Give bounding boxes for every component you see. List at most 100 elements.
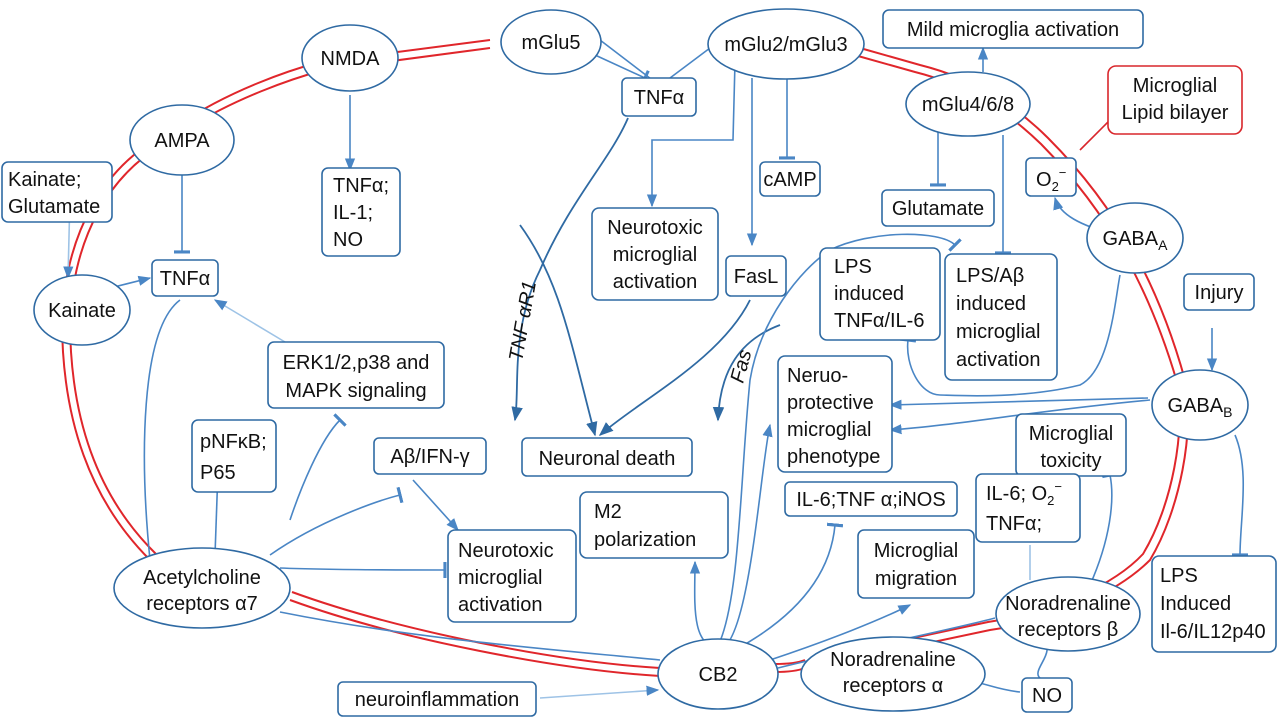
ach-label-2: receptors α7: [146, 593, 258, 615]
box-lps-tnf-il6[interactable]: LPS induced TNFα/IL-6: [819, 247, 941, 341]
neurotoxic-bottom-line-2: microglial: [458, 567, 542, 589]
tnfa-top-label: TNFα: [634, 87, 684, 109]
kainate-label: Kainate: [48, 300, 116, 322]
tnf-il1-no-line-1: TNFα;: [333, 175, 389, 197]
erk-mapk-line-1: ERK1/2,p38 and: [283, 352, 430, 374]
box-kainate-glutamate[interactable]: Kainate; Glutamate: [1, 161, 113, 223]
pnfkb-line-2: P65: [200, 462, 236, 484]
mglu5-node[interactable]: mGlu5: [500, 9, 602, 75]
microglial-toxicity-line-2: toxicity: [1040, 450, 1101, 472]
lps-il6-il12-line-2: Induced: [1160, 593, 1231, 615]
cb2-node[interactable]: CB2: [657, 638, 779, 710]
box-mild-microglia-activation[interactable]: Mild microglia activation: [882, 9, 1144, 49]
lps-tnf-il6-line-1: LPS: [834, 256, 872, 278]
box-tnfa-top[interactable]: TNFα: [621, 77, 697, 117]
noradrenaline-beta-label-1: Noradrenaline: [1005, 593, 1131, 615]
lps-il6-il12-line-3: Il-6/IL12p40: [1160, 621, 1266, 643]
abeta-ifn-label: Aβ/IFN-γ: [390, 446, 469, 468]
microglial-toxicity-line-1: Microglial: [1029, 423, 1113, 445]
gabaa-label: GABA: [1103, 228, 1159, 250]
ach-node[interactable]: Acetylcholine receptors α7: [113, 547, 291, 629]
injury-label: Injury: [1195, 282, 1244, 304]
kainate-node[interactable]: Kainate: [33, 274, 131, 346]
gabaa-node[interactable]: GABAA: [1086, 202, 1184, 274]
nmda-label: NMDA: [321, 48, 381, 70]
erk-mapk-line-2: MAPK signaling: [285, 380, 426, 402]
m2-line-2: polarization: [594, 529, 696, 551]
lps-tnf-il6-line-2: induced: [834, 283, 904, 305]
box-no-bottom[interactable]: NO: [1021, 677, 1073, 713]
box-fasl[interactable]: FasL: [725, 255, 787, 297]
box-lps-il6-il12p40[interactable]: LPS Induced Il-6/IL12p40: [1151, 555, 1277, 653]
box-il6-o2-tnf[interactable]: IL-6; O2− TNFα;: [975, 473, 1081, 543]
gabab-subscript: B: [1223, 404, 1232, 420]
lps-tnf-il6-line-3: TNFα/IL-6: [834, 310, 924, 332]
lps-il6-il12-line-1: LPS: [1160, 565, 1198, 587]
noradrenaline-beta-label-2: receptors β: [1018, 619, 1118, 641]
mglu23-label: mGlu2/mGlu3: [724, 34, 847, 56]
neurotoxic-top-line-1: Neurotoxic: [607, 217, 703, 239]
lps-abeta-line-4: activation: [956, 349, 1041, 371]
tnf-il1-no-line-2: IL-1;: [333, 202, 373, 224]
il6-o2-line-2: TNFα;: [986, 513, 1042, 535]
box-tnfa-left[interactable]: TNFα: [151, 259, 219, 297]
pnfkb-line-1: pNFκB;: [200, 431, 267, 453]
box-neurotoxic-activation-bottom[interactable]: Neurotoxic microglial activation: [447, 529, 577, 623]
o2-label: O: [1036, 169, 1052, 191]
box-neuronal-death[interactable]: Neuronal death: [521, 437, 693, 477]
o2-subscript: 2: [1052, 179, 1059, 194]
kainate-glutamate-line-2: Glutamate: [8, 196, 100, 218]
mglu468-node[interactable]: mGlu4/6/8: [905, 71, 1031, 137]
edge-label-fas: Fas: [727, 347, 757, 385]
neuronal-death-label: Neuronal death: [539, 448, 676, 470]
lipid-bilayer-line-2: Lipid bilayer: [1122, 102, 1229, 124]
box-injury[interactable]: Injury: [1183, 273, 1255, 311]
mild-microglia-activation-label: Mild microglia activation: [907, 19, 1119, 41]
box-o2[interactable]: O2−: [1025, 157, 1077, 197]
neuroprotective-line-4: phenotype: [787, 446, 880, 468]
box-il6-tnf-inos[interactable]: IL-6;TNF α;iNOS: [784, 481, 958, 517]
neurotoxic-bottom-line-3: activation: [458, 594, 543, 616]
gabaa-subscript: A: [1158, 237, 1168, 253]
lipid-bilayer-connector: [1079, 121, 1109, 151]
box-microglial-migration[interactable]: Microglial migration: [857, 529, 975, 599]
gabab-node[interactable]: GABAB: [1151, 369, 1249, 441]
box-erk-mapk[interactable]: ERK1/2,p38 and MAPK signaling: [267, 341, 445, 409]
noradrenaline-alpha-node[interactable]: Noradrenaline receptors α: [800, 636, 986, 712]
box-neuroprotective-phenotype[interactable]: Neruo- protective microglial phenotype: [777, 355, 893, 473]
tnf-il1-no-line-3: NO: [333, 229, 363, 251]
il6-o2-superscript: −: [1054, 479, 1062, 494]
box-neurotoxic-activation-top[interactable]: Neurotoxic microglial activation: [591, 207, 719, 301]
lps-abeta-line-2: induced: [956, 293, 1026, 315]
microglial-migration-line-2: migration: [875, 568, 957, 590]
m2-line-1: M2: [594, 501, 622, 523]
mglu5-label: mGlu5: [522, 32, 581, 54]
box-tnf-il1-no[interactable]: TNFα; IL-1; NO: [321, 167, 401, 257]
noradrenaline-beta-node[interactable]: Noradrenaline receptors β: [995, 576, 1141, 652]
ampa-node[interactable]: AMPA: [129, 104, 235, 176]
box-camp[interactable]: cAMP: [759, 161, 821, 197]
fasl-label: FasL: [734, 266, 778, 288]
box-lps-abeta-activation[interactable]: LPS/Aβ induced microglial activation: [944, 253, 1058, 381]
glutamate-label: Glutamate: [892, 198, 984, 220]
noradrenaline-alpha-label-2: receptors α: [843, 675, 944, 697]
camp-label: cAMP: [763, 169, 816, 191]
svg-text:GABAA: GABAA: [1103, 228, 1169, 253]
box-neuroinflammation[interactable]: neuroinflammation: [337, 681, 537, 717]
gabab-label: GABA: [1168, 395, 1224, 417]
neuroinflammation-label: neuroinflammation: [355, 689, 520, 711]
box-m2-polarization[interactable]: M2 polarization: [579, 491, 729, 559]
svg-text:IL-6; O2−: IL-6; O2−: [986, 479, 1062, 508]
mglu23-node[interactable]: mGlu2/mGlu3: [707, 8, 865, 80]
il6-o2-line-1: IL-6; O: [986, 483, 1047, 505]
neuroprotective-line-3: microglial: [787, 419, 871, 441]
box-microglial-lipid-bilayer[interactable]: Microglial Lipid bilayer: [1107, 65, 1243, 135]
box-microglial-toxicity[interactable]: Microglial toxicity: [1015, 413, 1127, 477]
o2-superscript: −: [1059, 165, 1067, 180]
edge-label-tnfar1: TNF αR1: [505, 279, 541, 363]
box-glutamate[interactable]: Glutamate: [881, 189, 995, 227]
nmda-node[interactable]: NMDA: [301, 24, 399, 92]
box-pnfkb-p65[interactable]: pNFκB; P65: [191, 419, 277, 493]
box-abeta-ifn[interactable]: Aβ/IFN-γ: [373, 437, 487, 475]
